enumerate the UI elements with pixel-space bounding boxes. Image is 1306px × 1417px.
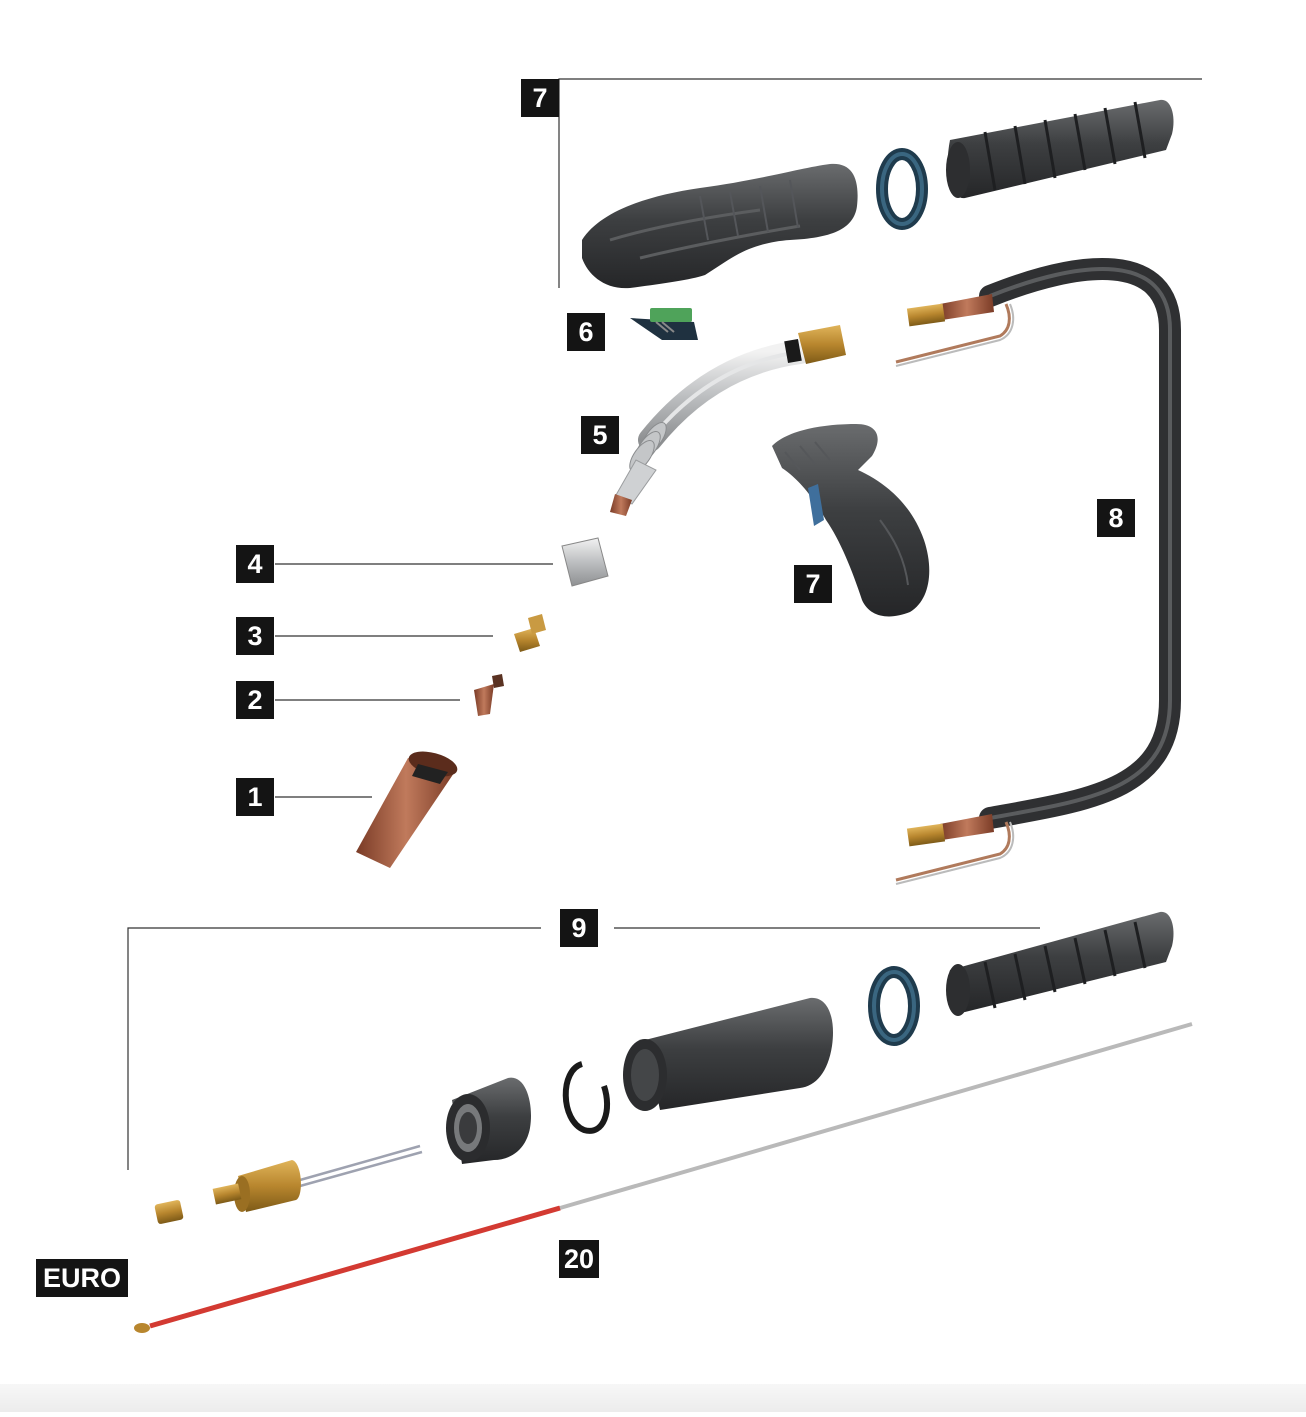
label-1: 1 [236, 778, 274, 816]
handle-shell-top [582, 163, 858, 289]
liner [134, 1022, 1193, 1333]
trigger-switch [630, 308, 698, 340]
nozzle [356, 751, 458, 868]
euro-central-pin [212, 1144, 423, 1212]
small-brass-nut [154, 1200, 184, 1224]
handle-pistol [772, 424, 930, 617]
label-20: 20 [559, 1240, 599, 1278]
blue-ring-top [876, 148, 928, 230]
gas-diffuser [561, 537, 609, 587]
label-8: 8 [1097, 499, 1135, 537]
label-9: 9 [560, 909, 598, 947]
locking-nut [446, 1077, 532, 1164]
swan-neck [610, 325, 846, 516]
label-2: 2 [236, 681, 274, 719]
leader-lines [127, 78, 1202, 1170]
label-3: 3 [236, 617, 274, 655]
blue-ring-bottom [868, 966, 920, 1046]
tip-adapter [514, 614, 546, 652]
group-7-bracket [558, 78, 1202, 288]
label-4: 4 [236, 545, 274, 583]
label-5: 5 [581, 416, 619, 454]
circlip [562, 1061, 611, 1134]
contact-tip [474, 674, 504, 716]
spring-grip-bottom [946, 911, 1174, 1016]
connector-body [623, 997, 834, 1111]
label-7-top: 7 [521, 79, 559, 117]
cable-assembly [895, 258, 1181, 885]
label-euro: EURO [36, 1259, 128, 1297]
label-6: 6 [567, 313, 605, 351]
label-7-pistol: 7 [794, 565, 832, 603]
footer-band [0, 1384, 1306, 1412]
group-9-bracket-left [127, 927, 541, 1170]
spring-grip-top [946, 99, 1174, 199]
